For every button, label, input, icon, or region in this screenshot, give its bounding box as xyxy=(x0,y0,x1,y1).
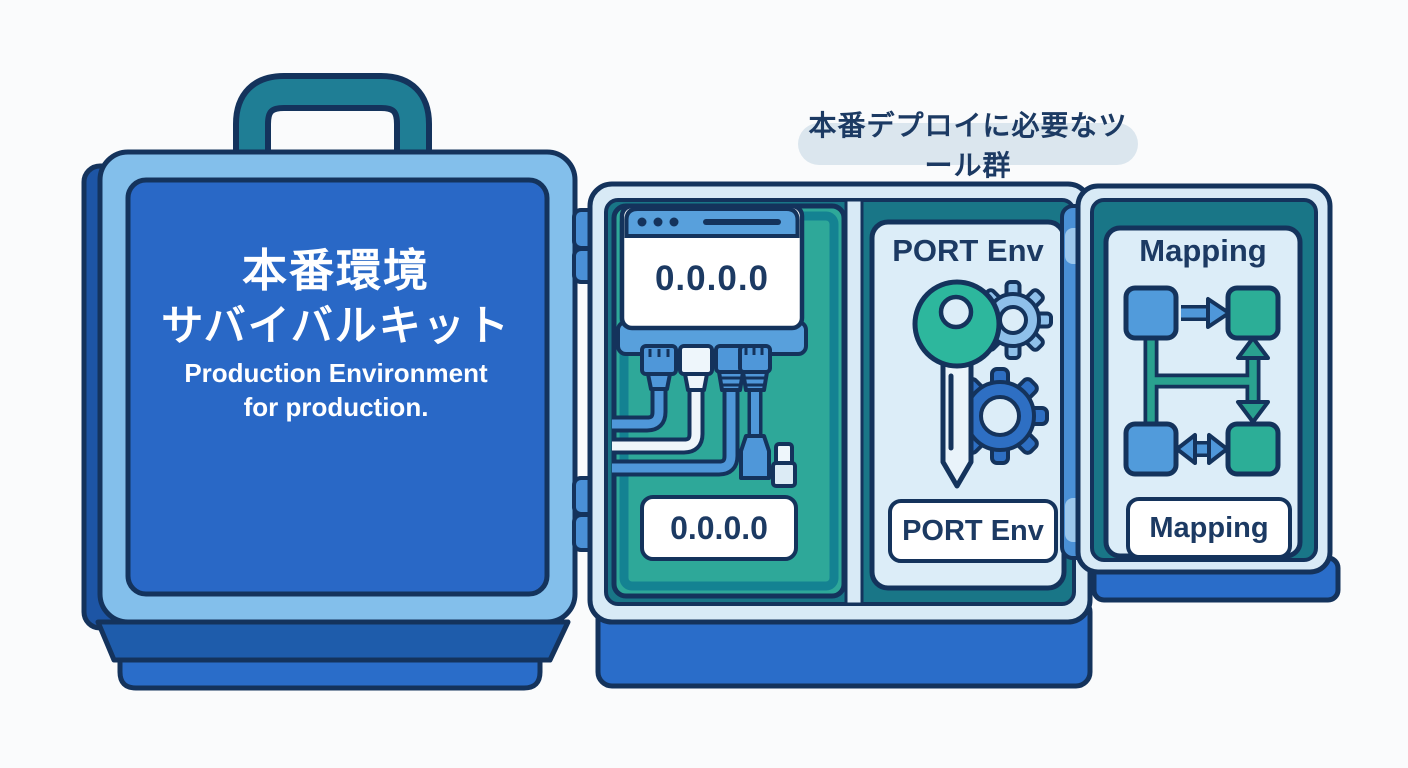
key-icon xyxy=(912,279,1002,489)
handle-icon xyxy=(233,73,432,172)
window-dot xyxy=(637,217,647,227)
network-panel-label: 0.0.0.0 xyxy=(640,495,798,561)
mapping-case xyxy=(1075,183,1341,603)
window-dot xyxy=(653,217,663,227)
network-cables-icon xyxy=(612,344,797,488)
suitcase xyxy=(81,73,601,691)
cap-icon xyxy=(771,442,797,488)
case-divider xyxy=(844,198,864,606)
suitcase-title-line1: 本番環境 xyxy=(241,244,430,296)
suitcase-text: 本番環境 サバイバルキット Production Environment for… xyxy=(118,228,554,438)
node-teal xyxy=(1225,285,1281,341)
mapping-panel-label: Mapping xyxy=(1126,497,1292,559)
port-panel-title: PORT Env xyxy=(892,233,1044,268)
node-blue xyxy=(1123,421,1179,477)
port-panel-label: PORT Env xyxy=(888,499,1058,563)
browser-address-value: 0.0.0.0 xyxy=(654,259,770,298)
mapping-flow-icon xyxy=(1123,285,1281,477)
suitcase-face xyxy=(125,177,550,597)
suitcase-subtitle-line2: for production. xyxy=(243,391,429,422)
mapping-panel-title: Mapping xyxy=(1139,233,1267,268)
plug-icon xyxy=(739,434,771,480)
caption-badge: 本番デプロイに必要なツール群 xyxy=(798,110,1138,181)
suitcase-base-band xyxy=(95,619,571,663)
caption-badge-label: 本番デプロイに必要なツール群 xyxy=(808,110,1128,181)
suitcase-subtitle-line1: Production Environment xyxy=(184,357,488,388)
suitcase-title-line2: サバイバルキット xyxy=(161,302,511,350)
port-panel xyxy=(869,219,1067,591)
window-dot xyxy=(669,217,679,227)
browser-window-icon xyxy=(619,203,805,331)
node-blue xyxy=(1123,285,1179,341)
node-teal xyxy=(1225,421,1281,477)
suitcase-foot-band xyxy=(117,657,543,691)
